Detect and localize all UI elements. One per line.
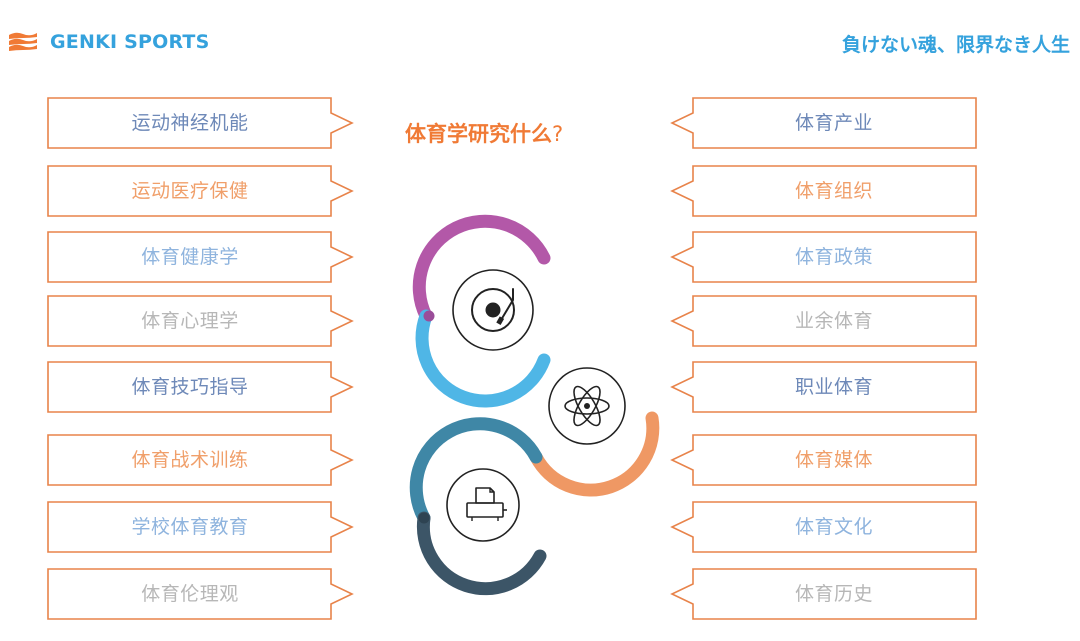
wave-logo-icon — [9, 32, 37, 51]
callout-label: 学校体育教育 — [131, 516, 249, 538]
left-callout-6: 体育战术训练 — [47, 434, 354, 486]
page-title: 体育学研究什么? — [405, 118, 563, 148]
callout-label: 体育技巧指导 — [131, 376, 249, 398]
record-player-icon — [452, 269, 534, 351]
right-callout-3: 体育政策 — [670, 231, 977, 283]
callout-label: 运动神经机能 — [131, 112, 249, 134]
callout-label: 体育伦理观 — [141, 583, 239, 605]
callout-label: 体育政策 — [794, 246, 873, 268]
callout-frame — [670, 501, 977, 553]
top-ring-purple-arc — [412, 214, 551, 323]
brand-name: GENKI SPORTS — [50, 31, 210, 53]
callout-frame — [670, 434, 977, 486]
callout-label: 体育媒体 — [794, 449, 873, 471]
left-callout-2: 运动医疗保健 — [47, 165, 354, 217]
callout-frame — [670, 361, 977, 413]
question-mark: ? — [552, 122, 564, 146]
callout-frame — [47, 295, 354, 347]
callout-label: 体育文化 — [794, 516, 873, 538]
callout-frame — [47, 165, 354, 217]
right-callout-8: 体育历史 — [670, 568, 977, 620]
callout-frame — [670, 568, 977, 620]
bottom-ring-junction — [418, 512, 430, 524]
callout-label: 运动医疗保健 — [131, 180, 249, 202]
atom-icon — [548, 367, 626, 445]
right-callout-5: 职业体育 — [670, 361, 977, 413]
left-callout-1: 运动神经机能 — [47, 97, 354, 149]
callout-label: 体育健康学 — [141, 246, 239, 268]
callout-label: 体育历史 — [794, 583, 873, 605]
title-text: 体育学研究什么 — [405, 122, 552, 146]
callout-frame — [47, 568, 354, 620]
callout-label: 业余体育 — [794, 310, 873, 332]
right-callout-7: 体育文化 — [670, 501, 977, 553]
callout-frame — [670, 295, 977, 347]
callout-frame — [670, 97, 977, 149]
left-callout-4: 体育心理学 — [47, 295, 354, 347]
left-callout-8: 体育伦理观 — [47, 568, 354, 620]
right-callout-6: 体育媒体 — [670, 434, 977, 486]
callout-label: 体育战术训练 — [131, 449, 249, 471]
bottom-ring-navy-arc — [416, 511, 547, 596]
left-callout-7: 学校体育教育 — [47, 501, 354, 553]
callout-frame — [47, 361, 354, 413]
left-callout-3: 体育健康学 — [47, 231, 354, 283]
callout-frame — [47, 231, 354, 283]
left-callout-5: 体育技巧指导 — [47, 361, 354, 413]
top-ring-blue-arc — [415, 309, 551, 408]
callout-label: 体育组织 — [794, 180, 873, 202]
right-callout-1: 体育产业 — [670, 97, 977, 149]
right-callout-4: 业余体育 — [670, 295, 977, 347]
callout-frame — [670, 165, 977, 217]
callout-frame — [47, 501, 354, 553]
callout-label: 体育心理学 — [141, 310, 239, 332]
right-callout-2: 体育组织 — [670, 165, 977, 217]
printer-icon — [446, 468, 520, 542]
slogan: 負けない魂、限界なき人生 — [841, 34, 1070, 56]
callout-label: 体育产业 — [794, 112, 873, 134]
callout-frame — [47, 434, 354, 486]
top-ring-junction — [423, 310, 435, 322]
callout-label: 职业体育 — [794, 376, 873, 398]
callout-frame — [47, 97, 354, 149]
brand-logo: GENKI SPORTS — [8, 26, 209, 58]
middle-ring-orange-arc — [529, 411, 660, 497]
bottom-ring-teal-arc — [409, 417, 543, 525]
callout-frame — [670, 231, 977, 283]
